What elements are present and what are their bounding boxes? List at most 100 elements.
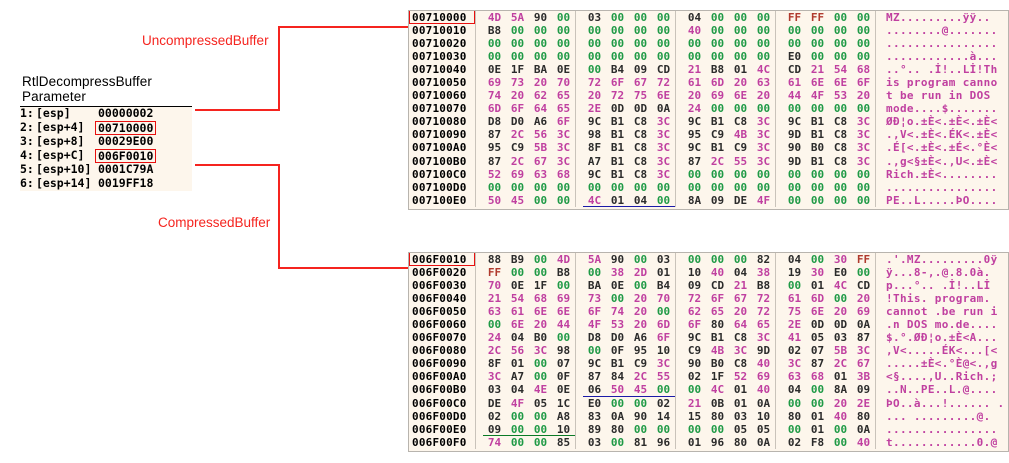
hexdump-byte[interactable]: 1F: [510, 63, 525, 77]
hexdump-byte[interactable]: 00: [733, 167, 748, 181]
hexdump-byte[interactable]: 2E: [587, 102, 602, 116]
hexdump-byte[interactable]: 00: [810, 383, 825, 397]
hexdump-byte[interactable]: 07: [810, 344, 825, 358]
hexdump-byte[interactable]: 62: [687, 305, 702, 319]
hexdump-byte[interactable]: 07: [556, 357, 571, 371]
hexdump-byte[interactable]: 3C: [856, 141, 871, 155]
hexdump-byte[interactable]: 00: [710, 180, 725, 194]
hexdump-byte[interactable]: 00: [833, 102, 848, 116]
hexdump-byte[interactable]: 00: [687, 253, 702, 266]
hexdump-byte[interactable]: B9: [510, 253, 525, 266]
hexdump-byte[interactable]: 69: [856, 305, 871, 319]
hexdump-byte[interactable]: 87: [687, 154, 702, 168]
hexdump-byte[interactable]: 38: [756, 266, 771, 280]
hexdump-byte[interactable]: 04: [687, 11, 702, 24]
hexdump-byte[interactable]: 0B: [710, 396, 725, 410]
hexdump-byte[interactable]: 2C: [833, 357, 848, 371]
hexdump-byte[interactable]: 00: [529, 423, 552, 436]
hexdump-byte[interactable]: 70: [656, 292, 671, 306]
hexdump-byte[interactable]: 20: [833, 305, 848, 319]
hexdump-byte[interactable]: 00: [633, 50, 648, 64]
hexdump-byte[interactable]: 00: [810, 167, 825, 181]
hexdump-byte[interactable]: BA: [587, 279, 602, 293]
hexdump-byte[interactable]: DE: [487, 396, 502, 410]
hexdump-byte[interactable]: B8: [710, 63, 725, 77]
hexdump-byte[interactable]: 00: [833, 435, 848, 449]
hexdump-byte[interactable]: 0A: [756, 435, 771, 449]
hexdump-byte[interactable]: 82: [756, 253, 771, 266]
hexdump-byte[interactable]: 61: [510, 305, 525, 319]
hexdump-byte[interactable]: 00: [710, 253, 725, 266]
hexdump-byte[interactable]: B1: [710, 331, 725, 345]
hexdump-byte[interactable]: 95: [633, 344, 648, 358]
hexdump-byte[interactable]: 01: [733, 383, 748, 397]
hexdump-byte[interactable]: 00: [733, 253, 748, 266]
hexdump-byte[interactable]: 21: [487, 292, 502, 306]
hexdump-byte[interactable]: 00: [533, 253, 548, 266]
hexdump-byte[interactable]: 00: [856, 180, 871, 194]
hexdump-byte[interactable]: 9C: [687, 115, 702, 129]
hexdump-byte[interactable]: 44: [556, 318, 571, 332]
hexdump-byte[interactable]: 3B: [856, 370, 871, 384]
hexdump-byte[interactable]: D0: [610, 331, 625, 345]
hexdump-byte[interactable]: 02: [656, 396, 671, 410]
hexdump-byte[interactable]: 5B: [833, 344, 848, 358]
hexdump-byte[interactable]: 3C: [856, 344, 871, 358]
hexdump-byte[interactable]: 00: [610, 37, 625, 51]
hexdump-byte[interactable]: FF: [787, 11, 802, 24]
hexdump-byte[interactable]: 0F: [610, 344, 625, 358]
hexdump-byte[interactable]: 3C: [856, 154, 871, 168]
hexdump-byte[interactable]: 00: [833, 422, 848, 436]
hexdump-byte[interactable]: 00: [587, 37, 602, 51]
hexdump-byte[interactable]: 00: [633, 396, 648, 410]
hexdump-byte[interactable]: 3C: [856, 115, 871, 129]
hexdump-byte[interactable]: 90: [787, 141, 802, 155]
hexdump-byte[interactable]: 81: [633, 435, 648, 449]
hexdump-byte[interactable]: 3C: [656, 115, 671, 129]
hexdump-byte[interactable]: 01: [510, 357, 525, 371]
hexdump-byte[interactable]: 03: [587, 11, 602, 24]
hexdump-byte[interactable]: 15: [687, 409, 702, 423]
hexdump-byte[interactable]: C9: [733, 141, 748, 155]
hexdump-byte[interactable]: 6E: [510, 318, 525, 332]
hexdump-byte[interactable]: 6E: [810, 305, 825, 319]
hexdump-byte[interactable]: 00: [856, 167, 871, 181]
hexdump-byte[interactable]: 2C: [510, 154, 525, 168]
hexdump-byte[interactable]: 6F: [656, 331, 671, 345]
hexdump-byte[interactable]: 02: [787, 344, 802, 358]
hexdump-byte[interactable]: CD: [710, 279, 725, 293]
hexdump-byte[interactable]: 65: [710, 305, 725, 319]
hexdump-byte[interactable]: 3C: [856, 128, 871, 142]
hexdump-byte[interactable]: 87: [487, 128, 502, 142]
hexdump-byte[interactable]: 1F: [533, 279, 548, 293]
hexdump-byte[interactable]: 73: [510, 76, 525, 90]
hexdump-byte[interactable]: 00: [687, 50, 702, 64]
hexdump-byte[interactable]: 00: [556, 24, 571, 38]
hexdump-byte[interactable]: 68: [556, 167, 571, 181]
hexdump-byte[interactable]: 0E: [487, 63, 502, 77]
hexdump-byte[interactable]: 0D: [610, 102, 625, 116]
hexdump-byte[interactable]: 01: [687, 435, 702, 449]
hexdump-byte[interactable]: 00: [656, 422, 671, 436]
hexdump-byte[interactable]: 3C: [756, 115, 771, 129]
hexdump-byte[interactable]: 55: [656, 370, 671, 384]
hexdump-byte[interactable]: 74: [610, 305, 625, 319]
hexdump-byte[interactable]: 00: [810, 193, 825, 207]
hexdump-byte[interactable]: 21: [687, 396, 702, 410]
hexdump-byte[interactable]: 00: [833, 37, 848, 51]
hexdump-byte[interactable]: 02: [787, 435, 802, 449]
hexdump-byte[interactable]: A6: [533, 115, 548, 129]
hexdump-byte[interactable]: 2C: [633, 370, 648, 384]
hexdump-byte[interactable]: 00: [633, 24, 648, 38]
hexdump-byte[interactable]: 20: [587, 89, 602, 103]
hexdump-byte[interactable]: 69: [487, 76, 502, 90]
hexdump-byte[interactable]: 00: [556, 11, 571, 24]
hexdump-byte[interactable]: 20: [733, 305, 748, 319]
hexdump-byte[interactable]: 00: [756, 180, 771, 194]
hexdump-byte[interactable]: 9D: [756, 344, 771, 358]
hexdump-byte[interactable]: B1: [610, 167, 625, 181]
